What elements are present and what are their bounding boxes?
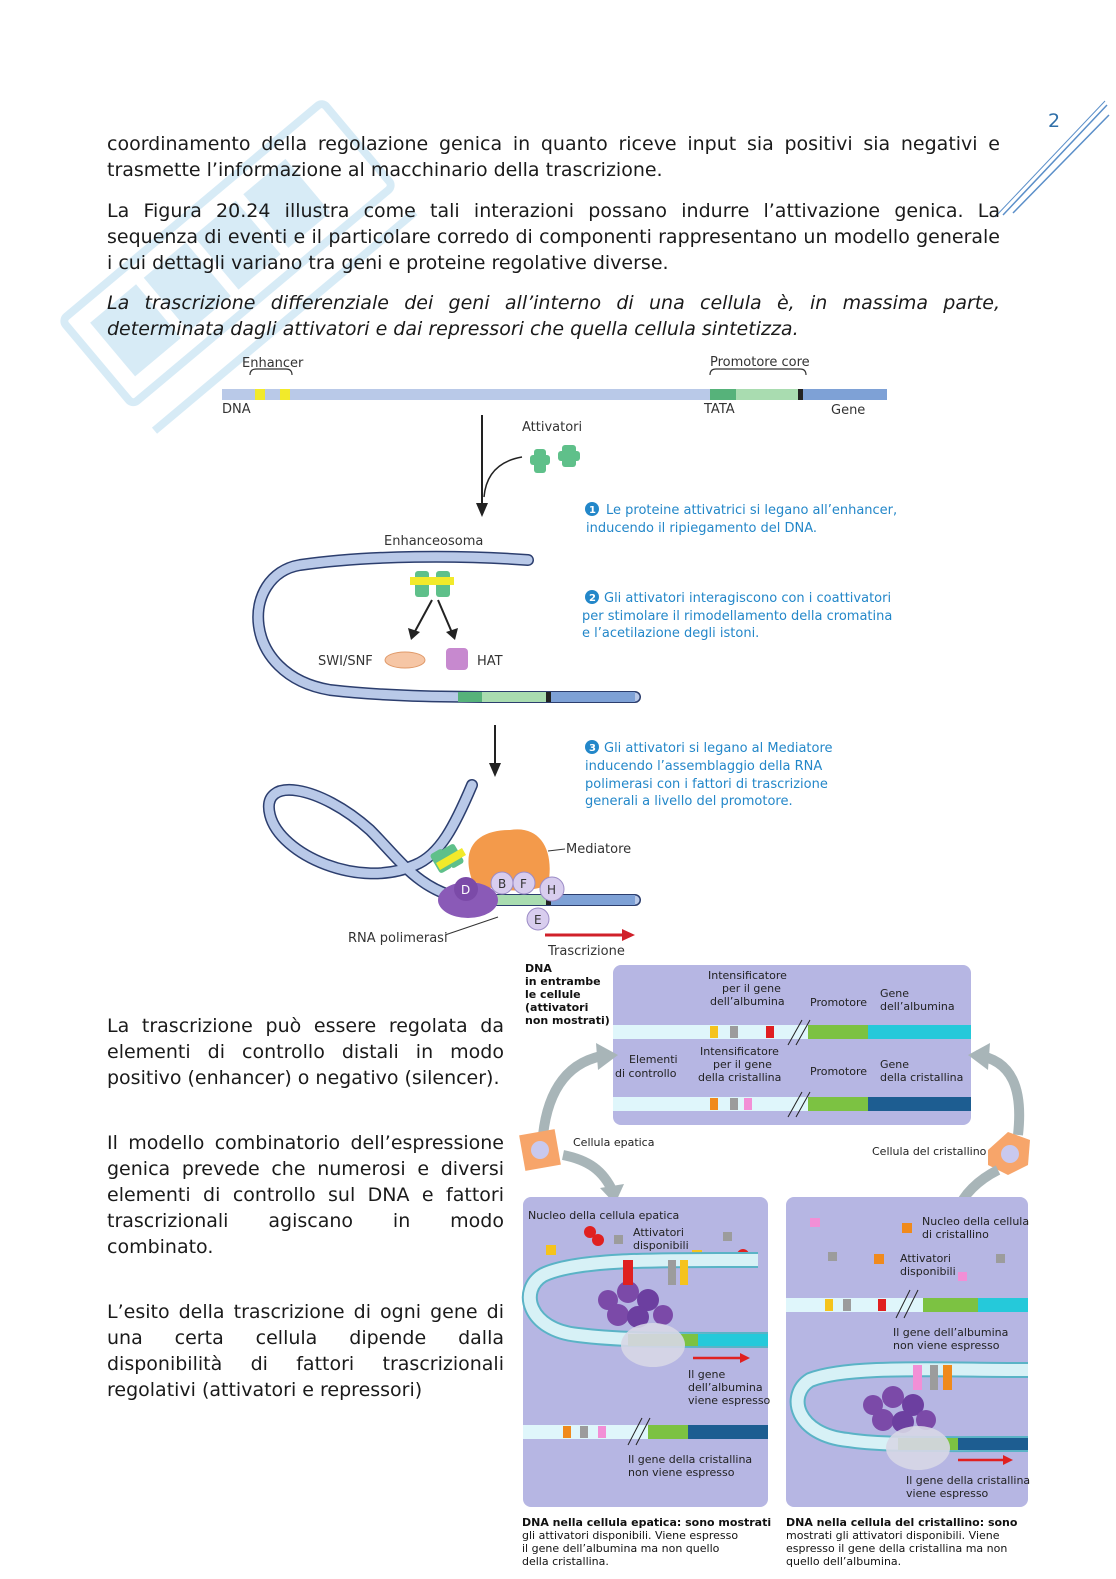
page-number: 2: [1048, 110, 1061, 132]
caption-right-line1: DNA nella cellula del cristallino: sono: [786, 1516, 1018, 1529]
label-cellula-epatica: Cellula epatica: [573, 1136, 654, 1149]
available-activators-right-icon: [810, 1218, 1005, 1281]
label-tata: TATA: [703, 402, 735, 417]
step2-line3: e l’acetilazione degli istoni.: [582, 626, 759, 641]
corner-decoration: [995, 100, 1110, 218]
side-paragraph-1: La trascrizione può essere regolata da e…: [107, 1015, 504, 1089]
attivatori-right-line1: Attivatori: [900, 1252, 951, 1265]
step2-line1: Gli attivatori interagiscono con i coatt…: [604, 591, 891, 606]
gene-cris-line2: della cristallina: [880, 1071, 963, 1084]
intens-alb-line2: per il gene: [722, 982, 781, 995]
side-paragraph-3: L’esito della trascrizione di ogni gene …: [107, 1301, 504, 1401]
caption-left-line2: gli attivatori disponibili. Viene espres…: [522, 1529, 738, 1542]
activators-bound-icon: [430, 844, 466, 873]
label-swisnf: SWI/SNF: [318, 654, 373, 669]
enhanceosome-complex-icon: [410, 571, 454, 597]
alb-expressed-line2: dell’albumina: [688, 1381, 763, 1394]
caption-right-line2: mostrati gli attivatori disponibili. Vie…: [786, 1529, 1000, 1542]
factor-d: D: [461, 883, 470, 897]
attivatori-left-line1: Attivatori: [633, 1226, 684, 1239]
transcription-complex-left-icon: [598, 1260, 688, 1367]
step3-line4: generali a livello del promotore.: [585, 794, 793, 809]
factor-f: F: [520, 877, 527, 891]
nucleo-cris-line1: Nucleo della cellula: [922, 1215, 1029, 1228]
activator-proteins-icon: [530, 445, 580, 473]
watermark-logo: [60, 100, 418, 434]
step3-line3: polimerasi con i fattori di trascrizione: [585, 777, 828, 792]
factor-h: H: [547, 883, 556, 897]
nucleo-epatica: Nucleo della cellula epatica: [528, 1209, 679, 1222]
step1-line1: Le proteine attivatrici si legano all’en…: [606, 503, 897, 518]
elementi-line2: di controllo: [615, 1067, 677, 1080]
label-rna-polimerasi: RNA polimerasi: [348, 931, 448, 946]
dna-both-line4: (attivatori: [525, 1001, 588, 1014]
label-enhancer: Enhancer: [242, 356, 304, 371]
intens-cris-line1: Intensificatore: [700, 1045, 779, 1058]
alb-expressed-line3: viene espresso: [688, 1394, 771, 1407]
factor-b: B: [498, 877, 506, 891]
attivatori-left-line2: disponibili: [633, 1239, 689, 1252]
cris-not-expressed-line1: Il gene della cristallina: [628, 1453, 752, 1466]
label-hat: HAT: [477, 654, 503, 669]
elementi-line1: Elementi: [629, 1053, 678, 1066]
dna-both-line1: DNA: [525, 962, 552, 975]
side-paragraph-2: Il modello combinatorio dell’espressione…: [107, 1132, 504, 1258]
label-promotore-core: Promotore core: [710, 355, 810, 370]
caption-left-line3: il gene dell’albumina ma non quello: [522, 1542, 720, 1555]
step2-line2: per stimolare il rimodellamento della cr…: [582, 609, 892, 624]
intens-cris-line3: della cristallina: [698, 1071, 781, 1084]
factor-e: E: [534, 913, 542, 927]
intens-alb-line3: dell’albumina: [710, 995, 785, 1008]
dna-both-line5: non mostrati): [525, 1014, 610, 1027]
step1-number: 1: [589, 505, 596, 516]
caption-right-line4: quello dell’albumina.: [786, 1555, 901, 1568]
cris-not-expressed-line2: non viene espresso: [628, 1466, 735, 1479]
step3-number: 3: [589, 743, 596, 754]
gene-alb-line2: dell’albumina: [880, 1000, 955, 1013]
cris-expressed-line2: viene espresso: [906, 1487, 989, 1500]
alb-expressed-line1: Il gene: [688, 1368, 726, 1381]
promotore-top: Promotore: [810, 996, 867, 1009]
figure-combinatorial-control: DNA in entrambe le cellule (attivatori n…: [519, 962, 1030, 1568]
gene-cris-line1: Gene: [880, 1058, 909, 1071]
caption-left-line4: della cristallina.: [522, 1555, 609, 1568]
nucleo-cris-line2: di cristallino: [922, 1228, 989, 1241]
step3-line2: inducendo l’assemblaggio della RNA: [585, 759, 822, 774]
paragraph-figure-ref: La Figura 20.24 illustra come tali inter…: [107, 200, 1000, 274]
promotore-bottom: Promotore: [810, 1065, 867, 1078]
paragraph-intro: coordinamento della regolazione genica i…: [107, 133, 1000, 181]
paragraph-italic: La trascrizione differenziale dei geni a…: [107, 292, 1000, 340]
transcription-complex-right-icon: [863, 1365, 952, 1470]
label-cellula-cristallino: Cellula del cristallino: [872, 1145, 987, 1158]
dna-both-line2: in entrambe: [525, 975, 601, 988]
label-gene: Gene: [831, 403, 865, 418]
dna-both-line3: le cellule: [525, 988, 581, 1001]
step1-line2: inducendo il ripiegamento del DNA.: [586, 521, 817, 536]
label-trascrizione: Trascrizione: [547, 944, 625, 959]
caption-right-line3: espresso il gene della cristallina ma no…: [786, 1542, 1007, 1555]
intens-alb-line1: Intensificatore: [708, 969, 787, 982]
label-attivatori: Attivatori: [522, 420, 582, 435]
label-dna: DNA: [222, 402, 251, 417]
attivatori-right-line2: disponibili: [900, 1265, 956, 1278]
alb-not-expressed-line2: non viene espresso: [893, 1339, 1000, 1352]
alb-not-expressed-line1: Il gene dell’albumina: [893, 1326, 1008, 1339]
liver-cell-icon: [519, 1129, 561, 1171]
label-mediatore: Mediatore: [566, 842, 631, 857]
lens-cell-icon: [988, 1132, 1030, 1175]
step2-number: 2: [589, 593, 596, 604]
caption-left-line1: DNA nella cellula epatica: sono mostrati: [522, 1516, 771, 1529]
cris-expressed-line1: Il gene della cristallina: [906, 1474, 1030, 1487]
intens-cris-line2: per il gene: [713, 1058, 772, 1071]
label-enhanceosoma: Enhanceosoma: [384, 534, 483, 549]
step3-line1: Gli attivatori si legano al Mediatore: [604, 741, 833, 756]
gene-alb-line1: Gene: [880, 987, 909, 1000]
figure-gene-activation: Enhancer Promotore core DNA TATA Gene At…: [222, 355, 897, 959]
